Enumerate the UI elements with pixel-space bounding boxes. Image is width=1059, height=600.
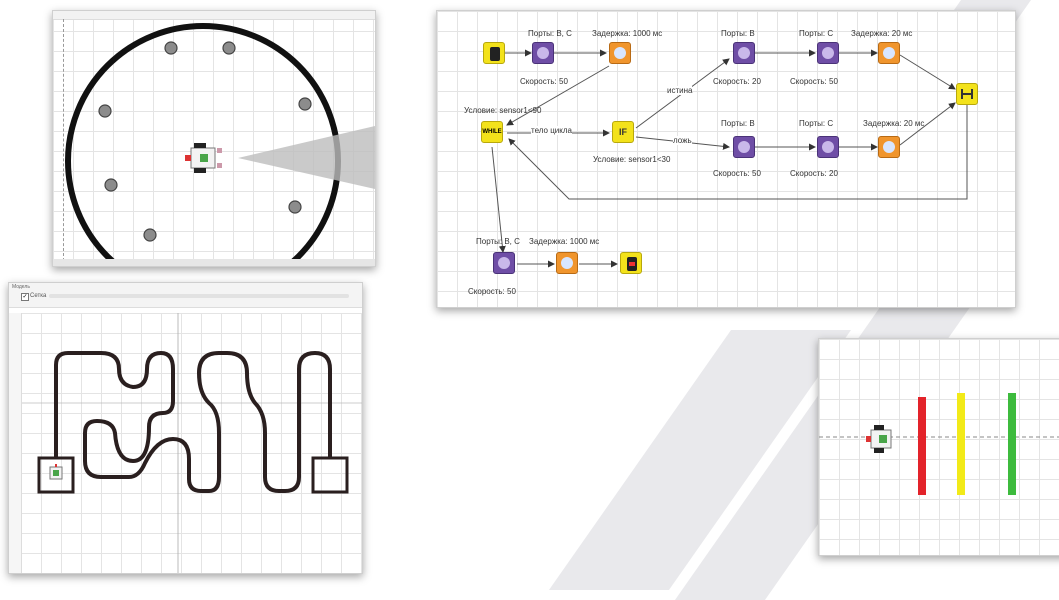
left-ruler: [9, 313, 22, 573]
end-if-block[interactable]: [956, 83, 978, 105]
false-motor-b-ports: Порты: B: [721, 119, 755, 128]
true-motor-c-speed: Скорость: 50: [790, 77, 838, 86]
clock-icon: [883, 47, 895, 59]
gear-icon: [537, 47, 549, 59]
gear-icon: [498, 257, 510, 269]
program-diagram: Порты: B, C Скорость: 50 Задержка: 1000 …: [436, 10, 1016, 308]
final-motors-ports: Порты: B, C: [476, 237, 520, 246]
false-link-label: ложь: [673, 136, 692, 145]
grid-checkbox-label: Сетка: [30, 293, 47, 299]
track-screenshot: Модель ✓ Сетка: [8, 282, 363, 574]
false-motor-b-speed: Скорость: 50: [713, 169, 761, 178]
if-block[interactable]: IF: [612, 121, 634, 143]
false-timer-delay: Задержка: 20 мс: [863, 119, 925, 128]
arena-screenshot: [52, 10, 376, 267]
true-motor-b-ports: Порты: B: [721, 29, 755, 38]
stop-block[interactable]: [620, 252, 642, 274]
loop-body-label: тело цикла: [531, 126, 572, 135]
false-motor-c-speed: Скорость: 20: [790, 169, 838, 178]
merge-icon-bar: [961, 93, 973, 95]
gear-icon: [738, 141, 750, 153]
false-timer-block[interactable]: [878, 136, 900, 158]
zoom-slider[interactable]: [49, 294, 349, 298]
clock-icon: [561, 257, 573, 269]
timer-block[interactable]: [609, 42, 631, 64]
robot: [185, 143, 222, 173]
timer-delay-label: Задержка: 1000 мс: [592, 29, 663, 38]
false-motor-c-block[interactable]: [817, 136, 839, 158]
color-lines-canvas: [819, 393, 1059, 495]
sensor-beam: [238, 126, 375, 189]
diagram-links: [491, 49, 968, 268]
true-motor-b-block[interactable]: [733, 42, 755, 64]
start-icon: [490, 47, 500, 61]
start-block[interactable]: [483, 42, 505, 64]
green-line: [1008, 393, 1016, 495]
horizontal-scrollbar[interactable]: [53, 259, 375, 266]
final-motors-block[interactable]: [493, 252, 515, 274]
y-axis-line: [63, 19, 64, 266]
track-canvas: [21, 313, 362, 573]
while-block[interactable]: WHILE: [481, 121, 503, 143]
final-timer-block[interactable]: [556, 252, 578, 274]
arena-canvas: [65, 23, 375, 266]
while-condition-label: Условие: sensor1<90: [464, 106, 542, 115]
if-condition-label: Условие: sensor1<30: [593, 155, 671, 164]
clock-icon: [614, 47, 626, 59]
false-motor-c-ports: Порты: C: [799, 119, 834, 128]
gear-icon: [822, 141, 834, 153]
yellow-line: [957, 393, 965, 495]
true-timer-delay: Задержка: 20 мс: [851, 29, 913, 38]
true-timer-block[interactable]: [878, 42, 900, 64]
final-timer-delay: Задержка: 1000 мс: [529, 237, 600, 246]
top-ruler: [53, 11, 375, 20]
clock-icon: [883, 141, 895, 153]
true-motor-b-speed: Скорость: 20: [713, 77, 761, 86]
motors-ports-label: Порты: B, C: [528, 29, 572, 38]
robot: [866, 425, 892, 453]
model-header-title: Модель: [12, 284, 30, 290]
track-drawing: [21, 313, 362, 573]
true-link-label: истина: [667, 86, 693, 95]
true-motor-c-ports: Порты: C: [799, 29, 834, 38]
motors-speed-label: Скорость: 50: [520, 77, 568, 86]
red-line: [918, 397, 926, 495]
gear-icon: [738, 47, 750, 59]
color-lines-screenshot: [818, 338, 1059, 556]
track-robot: [49, 464, 63, 480]
true-motor-c-block[interactable]: [817, 42, 839, 64]
model-toolbar: Модель ✓ Сетка: [9, 283, 362, 308]
gear-icon: [822, 47, 834, 59]
false-motor-b-block[interactable]: [733, 136, 755, 158]
motors-block[interactable]: [532, 42, 554, 64]
finish-square: [311, 456, 349, 494]
grid-checkbox[interactable]: ✓: [21, 293, 29, 301]
obstacle-can: [98, 41, 312, 242]
stop-icon-light: [629, 262, 635, 266]
track-line: [54, 350, 332, 493]
final-motors-speed: Скорость: 50: [468, 287, 516, 296]
